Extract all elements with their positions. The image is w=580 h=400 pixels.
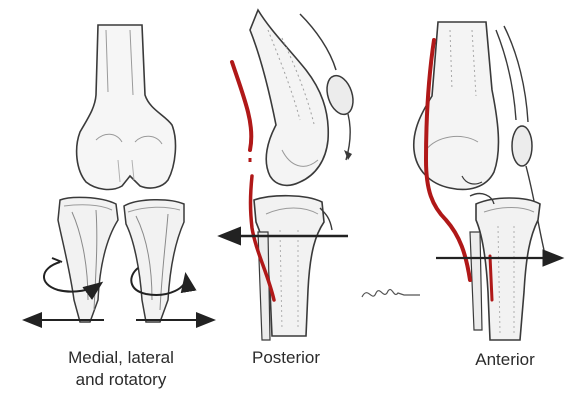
left-femur [75,24,177,191]
panel-posterior [217,8,354,341]
anterior-tibia [469,192,541,341]
anterior-quadriceps-patella [495,25,545,251]
artist-signature [360,283,424,305]
rotation-arrow-left [43,257,104,300]
anterior-femur [412,21,500,191]
posterior-tibia [253,194,333,341]
anterior-popliteal-artery [423,38,494,302]
caption-left-line-2: and rotatory [75,370,167,389]
caption-posterior: Posterior [251,348,321,367]
left-tibia-lateral [123,199,185,323]
caption-medial-lateral-rotatory: Medial, lateral and rotatory [46,347,196,391]
posterior-patella [299,13,354,161]
posterior-popliteal-artery [230,60,276,302]
panel-anterior [412,21,565,341]
posterior-femur [249,8,330,187]
left-tibia-medial [57,196,119,323]
caption-anterior: Anterior [475,350,535,369]
rotation-arrow-right [130,267,197,296]
panel-medial-lateral-rotatory [22,24,216,328]
caption-left-line-1: Medial, lateral [68,348,174,367]
